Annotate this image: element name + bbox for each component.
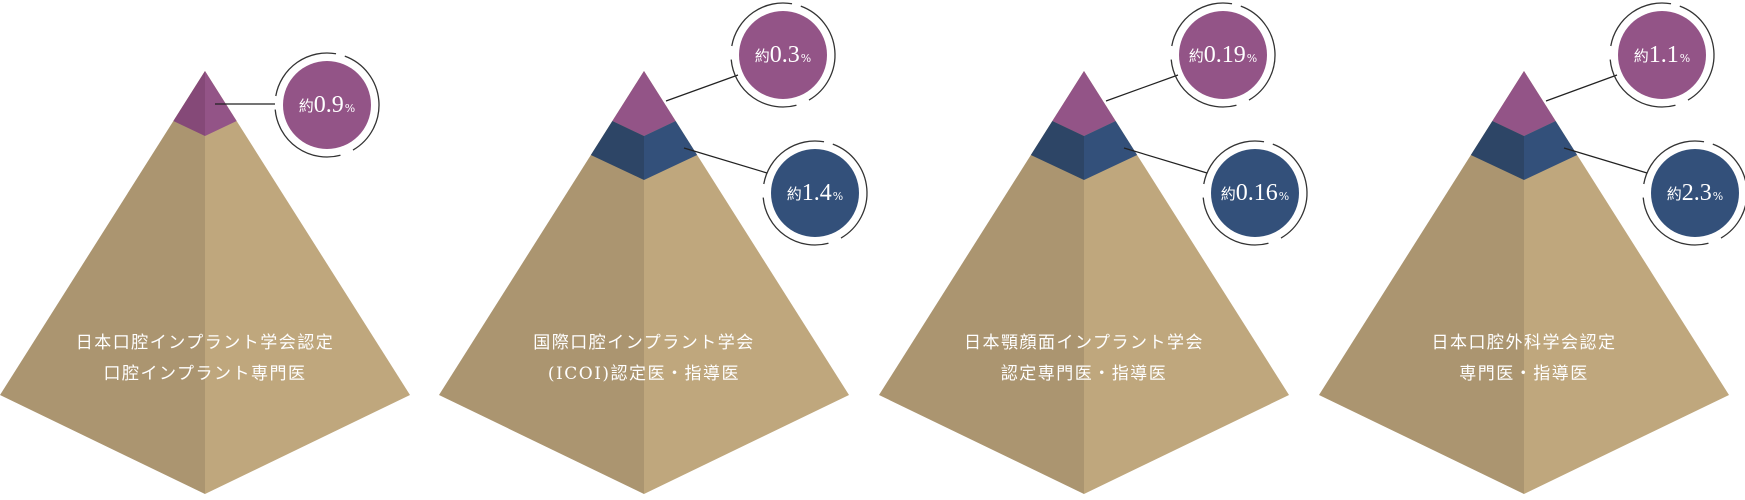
pyramid-2-base-right-face xyxy=(644,71,849,494)
pyramid-3-second-ring-arc-3 xyxy=(1203,140,1265,185)
badge-prefix: 約 xyxy=(1188,46,1204,65)
pyramid-1-top-tier-left xyxy=(173,71,205,136)
pyramid-2-top-tier xyxy=(612,71,676,136)
badge-prefix: 約 xyxy=(1666,184,1682,203)
pyramid-3-top-ring-arc-3 xyxy=(1171,2,1233,47)
pyramid-1-top-ring-arc-2 xyxy=(274,109,341,158)
pyramid-2-second-ring-arc-2 xyxy=(762,197,829,246)
pyramid-4-second-ring-arc-1 xyxy=(1712,143,1745,239)
badge-prefix: 約 xyxy=(1220,184,1236,203)
pyramid-1-label-line-1: 日本口腔インプラント学会認定 xyxy=(75,333,335,353)
pyramid-2-top-ring-arc-2 xyxy=(730,59,797,108)
pyramid-4-top-tier xyxy=(1492,71,1556,136)
badge-value: 0.3 xyxy=(769,41,800,68)
badge-value: 0.9 xyxy=(313,91,344,118)
badge-prefix: 約 xyxy=(298,96,314,115)
pyramid-4-label-line-2: 専門医・指導医 xyxy=(1459,364,1589,384)
pyramid-2-label-line-1: 国際口腔インプラント学会 xyxy=(533,333,755,353)
pyramid-2-second-ring-arc-3 xyxy=(763,140,825,185)
pyramid-1-label-line-2: 口腔インプラント専門医 xyxy=(103,364,307,384)
pyramid-3-label-line-1: 日本顎顔面インプラント学会 xyxy=(964,333,1204,353)
pyramid-3-second-tier-left xyxy=(1030,121,1084,180)
pyramid-3-base-left-face xyxy=(879,71,1084,494)
badge-value: 0.16 xyxy=(1235,179,1278,206)
badge-prefix: 約 xyxy=(754,46,770,65)
badge-value: 1.4 xyxy=(801,179,832,206)
pyramid-2-second-ring-arc-1 xyxy=(832,143,868,239)
badge-value: 1.1 xyxy=(1648,41,1679,68)
pyramid-1-label: 日本口腔インプラント学会認定 口腔インプラント専門医 xyxy=(25,328,385,390)
pyramid-3-top-tier xyxy=(1052,71,1116,136)
pyramid-4-label-line-1: 日本口腔外科学会認定 xyxy=(1431,333,1617,353)
pyramid-3-top-ring-arc-2 xyxy=(1170,59,1237,108)
pyramid-3-second-ring-arc-1 xyxy=(1272,143,1308,239)
pyramid-3-label-line-2: 認定専門医・指導医 xyxy=(1000,364,1168,384)
pyramid-4-second-tier-left xyxy=(1470,121,1524,180)
pyramid-4-top-ring-arc-3 xyxy=(1610,2,1672,47)
pyramid-1-top-ring-arc-1 xyxy=(344,55,380,151)
badge-prefix: 約 xyxy=(1633,46,1649,65)
pyramid-4-top-ring-arc-1 xyxy=(1679,5,1715,101)
pyramid-1-top-ring-arc-3 xyxy=(275,52,337,97)
badge-value: 0.19 xyxy=(1203,41,1246,68)
pyramid-4-top-leader xyxy=(1545,74,1618,102)
pyramid-3-second-leader xyxy=(1123,147,1208,174)
badge-unit: % xyxy=(1278,189,1290,203)
pyramid-3-second-ring-arc-2 xyxy=(1202,197,1269,246)
pyramid-2-second-leader xyxy=(683,147,768,174)
pyramid-3-base-right-face xyxy=(1084,71,1289,494)
pyramid-2-base-left-face xyxy=(439,71,644,494)
badge-unit: % xyxy=(1712,189,1724,203)
pyramid-2-label-line-2: (ICOI)認定医・指導医 xyxy=(547,364,741,384)
pyramid-3-top-ring-arc-1 xyxy=(1240,5,1276,101)
badge-unit: % xyxy=(800,51,812,65)
pyramid-4-label: 日本口腔外科学会認定 専門医・指導医 xyxy=(1344,328,1704,390)
pyramid-4-second-ring-arc-3 xyxy=(1643,140,1705,185)
badge-unit: % xyxy=(1679,51,1691,65)
pyramid-4-base-left-face xyxy=(1319,71,1524,494)
pyramid-2-label: 国際口腔インプラント学会 (ICOI)認定医・指導医 xyxy=(464,328,824,390)
pyramid-2-second-tier-left xyxy=(590,121,644,180)
pyramid-2-top-ring-arc-1 xyxy=(800,5,836,101)
pyramid-4-top-ring-arc-2 xyxy=(1609,59,1676,108)
badge-unit: % xyxy=(1246,51,1258,65)
badge-unit: % xyxy=(832,189,844,203)
pyramid-2-second-tier-right xyxy=(644,121,698,180)
pyramid-3-second-tier-right xyxy=(1084,121,1138,180)
pyramid-3-top-leader xyxy=(1105,74,1179,102)
pyramid-4-second-leader xyxy=(1563,147,1648,174)
pyramid-4-second-ring-arc-2 xyxy=(1642,197,1709,246)
badge-unit: % xyxy=(344,101,356,115)
pyramid-1-base-left-face xyxy=(0,71,205,494)
pyramid-2-top-leader xyxy=(665,74,739,102)
pyramid-2-top-ring-arc-3 xyxy=(731,2,793,47)
pyramid-4-second-tier-right xyxy=(1524,121,1578,180)
badge-prefix: 約 xyxy=(786,184,802,203)
pyramid-4-base-right-face xyxy=(1524,71,1729,494)
pyramid-3-label: 日本顎顔面インプラント学会 認定専門医・指導医 xyxy=(904,328,1264,390)
pyramid-1-base-right-face xyxy=(205,71,410,494)
badge-value: 2.3 xyxy=(1681,179,1712,206)
